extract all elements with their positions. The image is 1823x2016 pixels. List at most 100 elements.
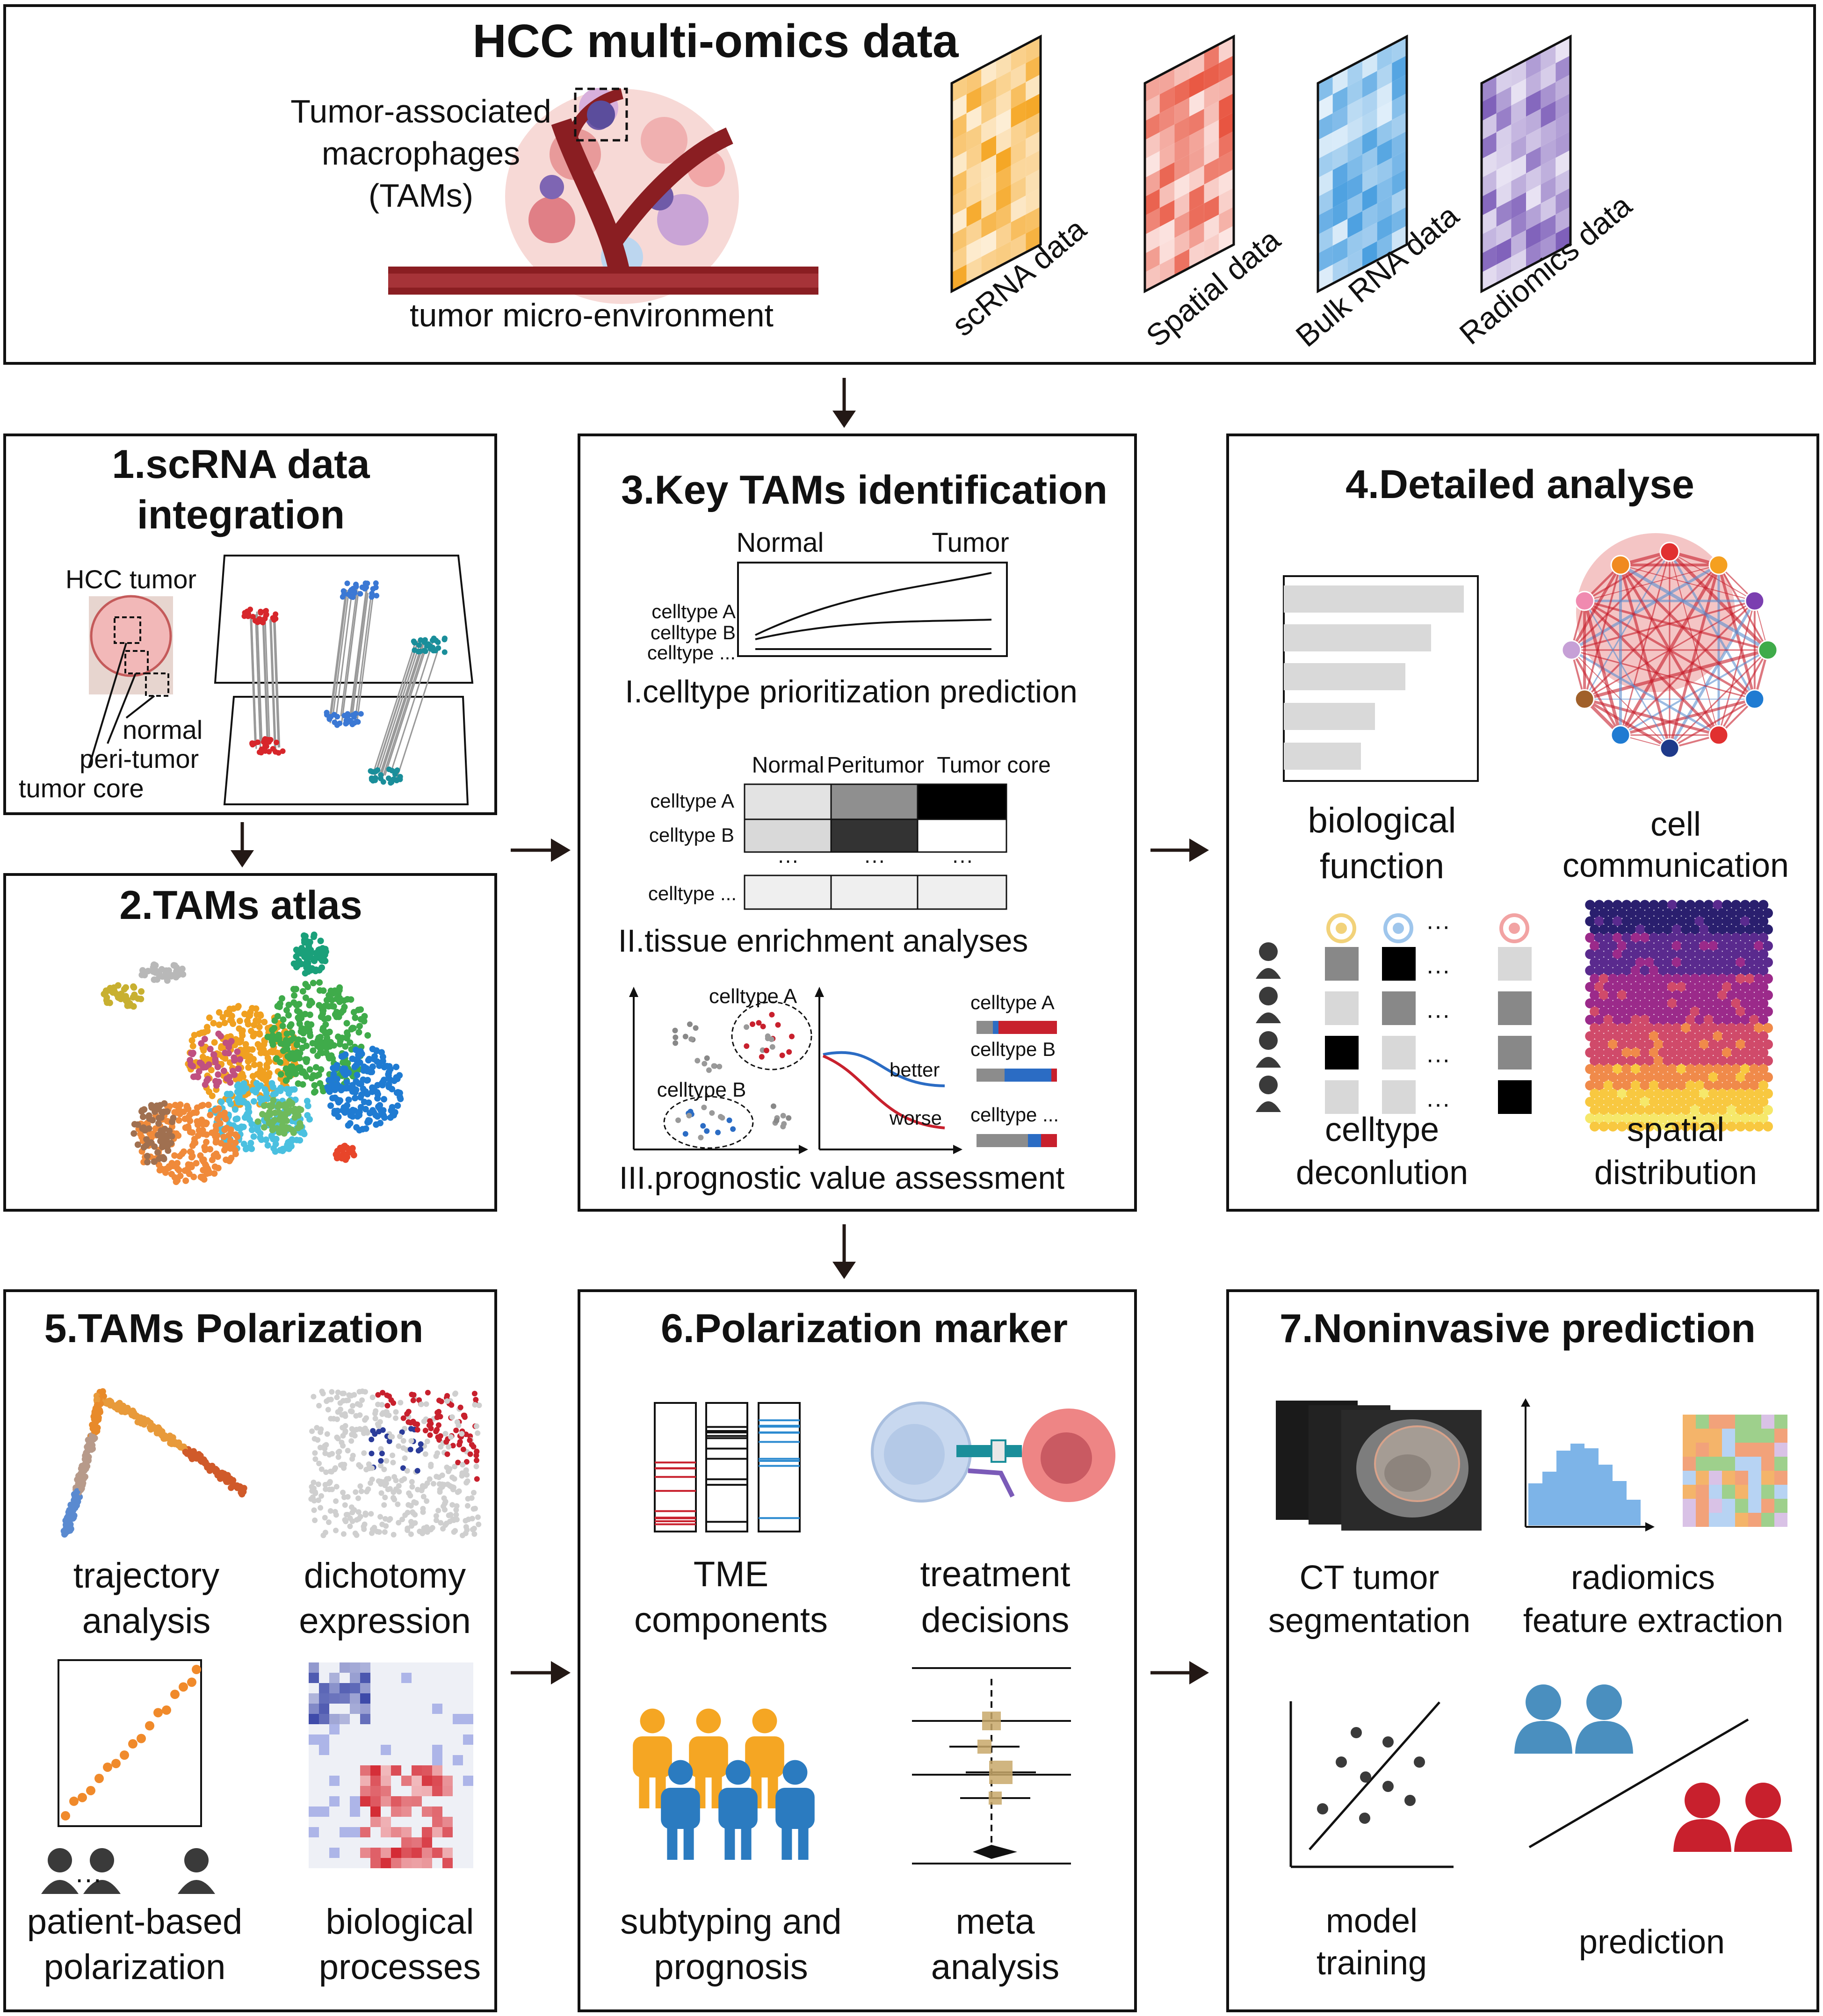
spatial-spot bbox=[1726, 957, 1736, 968]
heatmap-cell bbox=[381, 1755, 391, 1765]
heatmap-cell bbox=[319, 1786, 329, 1796]
expression-point bbox=[350, 1403, 356, 1409]
heatmap-cell bbox=[329, 1817, 340, 1827]
heatmap-cell bbox=[360, 1704, 370, 1714]
expression-point bbox=[452, 1528, 458, 1534]
umap-point bbox=[247, 1140, 254, 1147]
umap-point bbox=[380, 1096, 387, 1103]
person-head bbox=[1745, 1783, 1781, 1818]
expression-point bbox=[338, 1462, 344, 1468]
expression-point bbox=[408, 1438, 414, 1444]
radiomics-cell bbox=[1774, 1513, 1787, 1527]
expression-point bbox=[378, 1490, 384, 1496]
umap-point bbox=[215, 1078, 222, 1085]
spatial-spot bbox=[1585, 1048, 1595, 1058]
expression-point bbox=[407, 1446, 413, 1452]
heatmap-cell bbox=[463, 1745, 473, 1755]
umap-point bbox=[249, 1004, 256, 1012]
panel1-box bbox=[3, 434, 497, 815]
spatial-spot bbox=[1644, 908, 1655, 918]
integration-line bbox=[262, 617, 269, 747]
spatial-spot bbox=[1726, 1055, 1736, 1066]
heatmap-cell bbox=[391, 1683, 401, 1693]
umap-point bbox=[385, 1084, 392, 1091]
heatmap-cell bbox=[329, 1662, 340, 1673]
network-edge bbox=[1620, 564, 1769, 652]
heatmap-cell bbox=[1377, 120, 1392, 147]
heatmap-cell bbox=[360, 1745, 370, 1755]
expression-point bbox=[351, 1392, 357, 1398]
panel7-box bbox=[1226, 1289, 1819, 2012]
heatmap-cell bbox=[329, 1745, 340, 1755]
person-head bbox=[782, 1760, 808, 1785]
expression-point bbox=[424, 1438, 430, 1445]
spatial-spot bbox=[1758, 1113, 1769, 1124]
heatmap-cell bbox=[1332, 87, 1348, 114]
expression-point bbox=[441, 1495, 447, 1501]
spatial-spot bbox=[1644, 1072, 1655, 1083]
expression-point bbox=[379, 1411, 385, 1417]
umap-point bbox=[323, 1049, 330, 1056]
umap-point bbox=[271, 1025, 278, 1032]
expression-point bbox=[316, 1402, 322, 1409]
umap-point bbox=[379, 1057, 386, 1064]
patient-point bbox=[103, 1762, 112, 1772]
radiomics-cell bbox=[1761, 1499, 1774, 1513]
heatmap-cell bbox=[1541, 63, 1556, 90]
decon-cell bbox=[1382, 1080, 1416, 1114]
heatmap-cell bbox=[996, 108, 1011, 136]
spatial-spot bbox=[1708, 941, 1718, 951]
umap-point bbox=[295, 1014, 302, 1021]
expression-point bbox=[402, 1455, 408, 1461]
heatmap-cell bbox=[1511, 173, 1526, 200]
heatmap-cell bbox=[370, 1806, 381, 1817]
heatmap-cell bbox=[1496, 124, 1512, 152]
cluster-point bbox=[353, 584, 359, 590]
umap-point bbox=[376, 1102, 383, 1109]
spatial-spot bbox=[1708, 924, 1718, 935]
umap-point bbox=[364, 1068, 371, 1075]
umap-point bbox=[290, 1065, 297, 1072]
heatmap-cell bbox=[1362, 146, 1377, 173]
spatial-spot bbox=[1699, 924, 1709, 935]
spatial-spot bbox=[1640, 1014, 1650, 1025]
spatial-spot bbox=[1699, 1055, 1709, 1066]
umap-point bbox=[234, 1048, 241, 1055]
spatial-spot bbox=[1676, 982, 1686, 992]
expression-point bbox=[348, 1504, 354, 1510]
heatmap-cell bbox=[319, 1662, 329, 1673]
person-head bbox=[696, 1708, 721, 1734]
umap-point bbox=[212, 1107, 219, 1114]
spatial-spot bbox=[1671, 924, 1682, 935]
umap-point bbox=[201, 1176, 208, 1183]
heatmap-cell bbox=[340, 1714, 350, 1724]
expression-point bbox=[312, 1517, 318, 1524]
prediction-divider bbox=[1528, 1718, 1749, 1849]
heatmap-cell bbox=[1159, 162, 1175, 189]
expression-point bbox=[334, 1416, 340, 1422]
heatmap-cell bbox=[422, 1673, 432, 1683]
cluster-point bbox=[252, 618, 258, 624]
heatmap-cell bbox=[319, 1765, 329, 1776]
treatment-cells-icon bbox=[871, 1402, 1115, 1503]
heatmap-cell bbox=[442, 1673, 453, 1683]
heatmap-cell bbox=[309, 1796, 319, 1806]
spatial-spot bbox=[1758, 965, 1769, 976]
spatial-spot bbox=[1640, 1064, 1650, 1074]
ct-label-line2: segmentation bbox=[1268, 1602, 1470, 1640]
spatial-spot bbox=[1717, 1121, 1728, 1132]
heatmap-cell bbox=[1482, 151, 1497, 178]
umap-point bbox=[222, 1115, 229, 1122]
spatial-spot bbox=[1758, 982, 1769, 992]
heatmap-cell bbox=[350, 1806, 360, 1817]
spatial-spot bbox=[1608, 1039, 1618, 1050]
s1-normal: Normal bbox=[737, 527, 824, 558]
heatmap-cell bbox=[1541, 158, 1556, 185]
umap-point bbox=[208, 1067, 215, 1074]
umap-point bbox=[200, 1156, 207, 1163]
umap-point bbox=[396, 1090, 403, 1097]
umap-point bbox=[204, 1027, 211, 1034]
spatial-spot bbox=[1663, 908, 1673, 918]
umap-point bbox=[154, 1149, 161, 1156]
heatmap-cell bbox=[1174, 173, 1189, 200]
